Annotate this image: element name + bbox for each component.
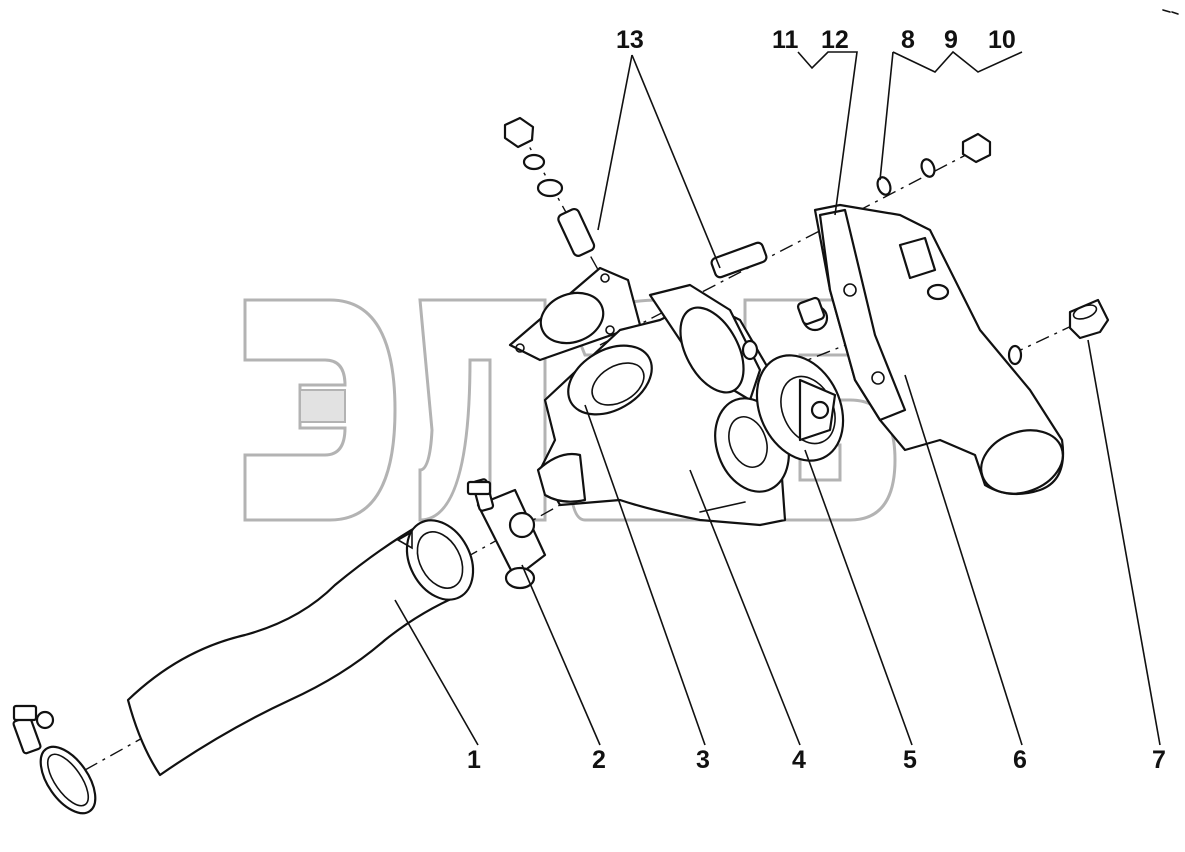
callout-5: 5 xyxy=(903,746,917,774)
callout-8: 8 xyxy=(901,26,915,54)
callout-9: 9 xyxy=(944,26,958,54)
part-13-stud-set-upper xyxy=(503,116,596,257)
leader-lines xyxy=(394,50,1161,746)
leader-7 xyxy=(1087,339,1161,746)
leader-4 xyxy=(689,469,801,746)
leader-3 xyxy=(584,404,706,746)
callout-4: 4 xyxy=(792,746,806,774)
leader-11-12 xyxy=(797,51,858,216)
callout-10: 10 xyxy=(988,26,1016,54)
leader-8-9-10 xyxy=(892,50,1023,73)
part-1-hose xyxy=(126,519,475,777)
axis-upper-line xyxy=(599,144,986,346)
part-13-stud-set-lower xyxy=(710,241,768,279)
hose-clamp xyxy=(12,704,97,815)
part-4-housing xyxy=(536,283,790,527)
callout-11: 11 xyxy=(772,26,799,54)
leader-8 xyxy=(879,51,894,181)
part-12-gasket-hardware xyxy=(741,296,829,361)
callout-3: 3 xyxy=(696,746,710,774)
callout-13: 13 xyxy=(616,26,644,54)
leader-5 xyxy=(804,449,913,746)
callout-2: 2 xyxy=(592,746,606,774)
leader-6 xyxy=(904,374,1023,746)
part-2-sensor xyxy=(466,478,547,590)
callout-labels: 1 2 3 4 5 6 7 8 9 10 11 12 13 xyxy=(467,26,1166,774)
axis-plug-line xyxy=(1009,321,1081,356)
leader-1 xyxy=(394,599,479,746)
leader-13b xyxy=(631,54,721,269)
part-8-washer xyxy=(876,176,892,196)
leader-13a xyxy=(597,54,633,231)
callout-12: 12 xyxy=(821,26,849,54)
part-6-outlet-pipe xyxy=(813,203,1065,496)
part-5-thermostat xyxy=(755,354,845,462)
callout-1: 1 xyxy=(467,746,481,774)
callout-6: 6 xyxy=(1013,746,1027,774)
corner-mark xyxy=(1162,9,1179,15)
part-9-spring-washer xyxy=(920,158,936,178)
part-10-nut xyxy=(961,132,992,164)
part-3-flange xyxy=(508,266,642,362)
leader-2 xyxy=(521,564,601,746)
callout-7: 7 xyxy=(1152,746,1166,774)
part-7-plug xyxy=(1068,298,1110,340)
